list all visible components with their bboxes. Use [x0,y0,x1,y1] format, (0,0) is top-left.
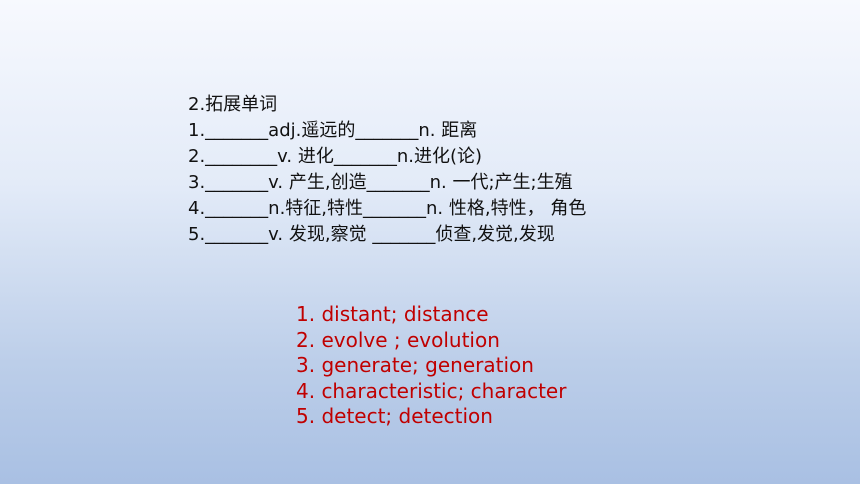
exercise-line-1: 1._______adj.遥远的_______n. 距离 [188,120,478,141]
answer-line-3: 3. generate; generation [296,353,534,377]
exercise-title: 2.拓展单词 [188,94,278,115]
vocabulary-exercise: 2.拓展单词 1._______adj.遥远的_______n. 距离 2.__… [188,92,788,248]
exercise-line-3: 3._______v. 产生,创造_______n. 一代;产生;生殖 [188,172,573,193]
answer-line-1: 1. distant; distance [296,302,489,326]
answer-line-2: 2. evolve ; evolution [296,327,500,352]
exercise-line-5: 5._______v. 发现,察觉 _______侦查,发觉,发现 [188,224,555,245]
exercise-line-2: 2.________v. 进化_______n.进化(论) [188,146,483,167]
answer-line-4: 4. characteristic; character [296,378,567,403]
answer-key: 1. distant; distance 2. evolve ; evoluti… [296,302,716,430]
answer-line-5: 5. detect; detection [296,404,493,428]
exercise-line-4: 4._______n.特征,特性_______n. 性格,特性， 角色 [188,198,587,219]
